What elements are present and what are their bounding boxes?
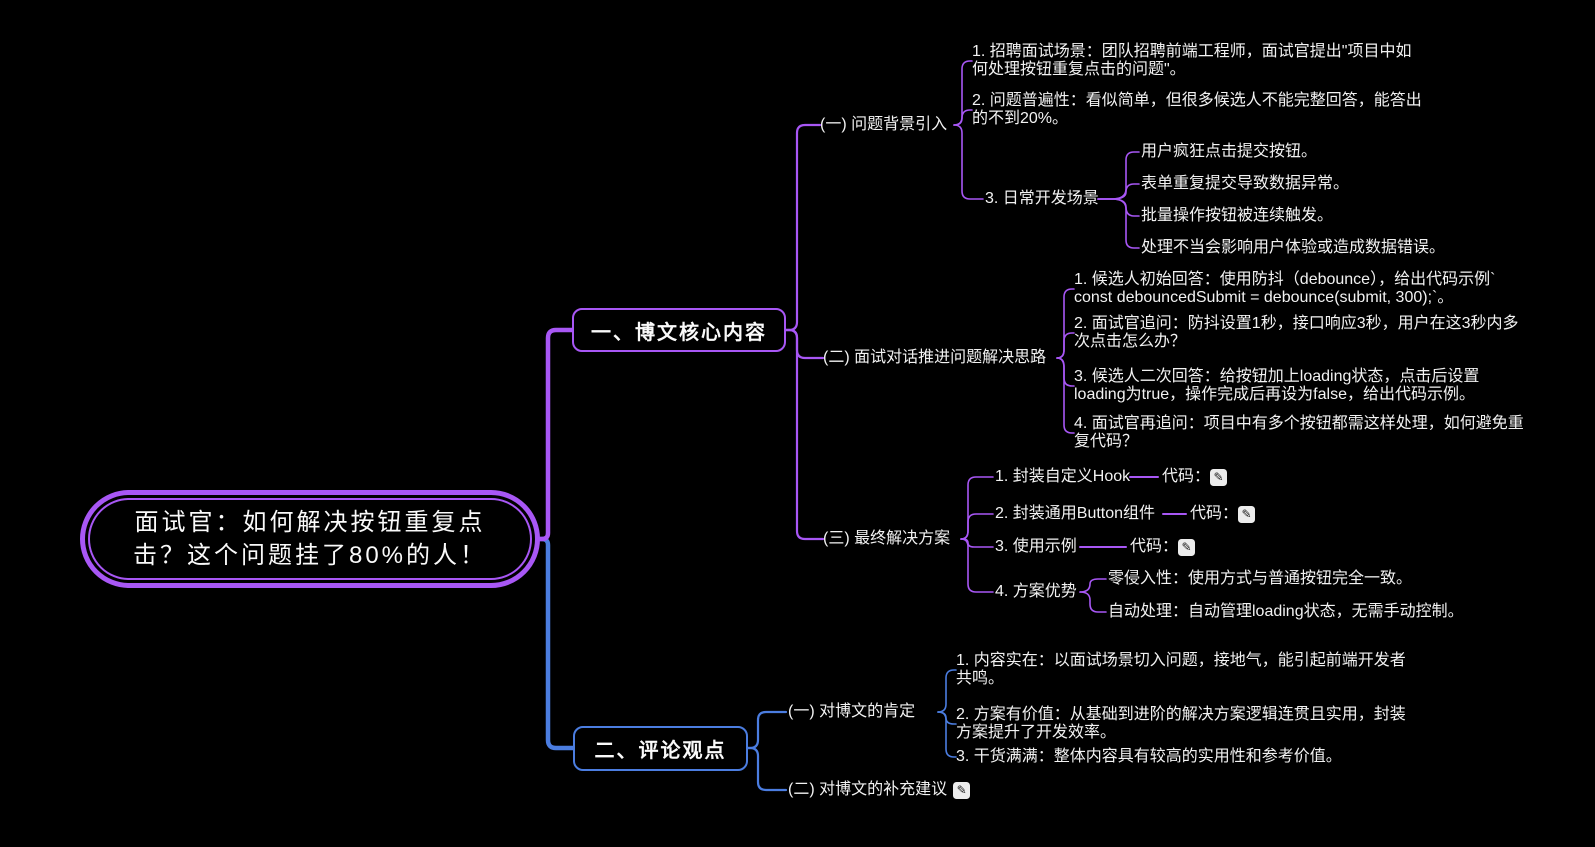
connector bbox=[1056, 357, 1075, 434]
connector bbox=[784, 328, 825, 541]
edit-icon[interactable]: ✎ bbox=[1178, 539, 1195, 556]
edit-icon[interactable]: ✎ bbox=[953, 781, 971, 799]
connector bbox=[1097, 198, 1140, 217]
connector bbox=[1079, 578, 1107, 593]
connector bbox=[746, 710, 788, 750]
node-code-hook-label[interactable]: 代码： bbox=[1162, 468, 1211, 485]
connector bbox=[1097, 183, 1140, 200]
node-scene-crazy-click[interactable]: 用户疯狂点击提交按钮。 bbox=[1141, 143, 1318, 160]
edit-icon-glyph: ✎ bbox=[1213, 470, 1224, 484]
node-solution-advantages[interactable]: 4. 方案优势 bbox=[995, 583, 1077, 600]
connector bbox=[1097, 198, 1140, 249]
connector bbox=[534, 536, 578, 751]
node-answer-debounce[interactable]: 1. 候选人初始回答：使用防抖（debounce），给出代码示例` const … bbox=[1074, 271, 1496, 306]
node-blog-suggestions[interactable]: (二) 对博文的补充建议 ✎ bbox=[788, 781, 971, 799]
node-adv-auto-handling[interactable]: 自动处理：自动管理loading状态，无需手动控制。 bbox=[1108, 603, 1464, 620]
connector bbox=[953, 109, 973, 126]
connector bbox=[960, 476, 994, 540]
connector bbox=[953, 124, 984, 200]
node-interview-dialogue[interactable]: (二) 面试对话推进问题解决思路 bbox=[823, 349, 1047, 366]
node-praise-valuable[interactable]: 2. 方案有价值：从基础到进阶的解决方案逻辑连贯且实用，封装 方案提升了开发效率… bbox=[956, 706, 1406, 741]
connector bbox=[746, 746, 788, 792]
node-blog-suggestions-label: (二) 对博文的补充建议 bbox=[788, 781, 948, 798]
edit-icon-glyph: ✎ bbox=[956, 782, 967, 797]
node-blog-core[interactable]: 一、博文核心内容 bbox=[572, 308, 786, 352]
node-praise-practical[interactable]: 3. 干货满满：整体内容具有较高的实用性和参考价值。 bbox=[956, 748, 1342, 765]
node-blog-praise[interactable]: (一) 对博文的肯定 bbox=[788, 703, 916, 720]
node-followup-reuse[interactable]: 4. 面试官再追问：项目中有多个按钮都需这样处理，如何避免重 复代码？ bbox=[1074, 415, 1524, 450]
connector bbox=[960, 513, 994, 540]
node-custom-hook[interactable]: 1. 封装自定义Hook bbox=[995, 468, 1131, 485]
node-recruit-scene[interactable]: 1. 招聘面试场景：团队招聘前端工程师，面试官提出"项目中如 何处理按钮重复点击… bbox=[972, 43, 1412, 78]
node-question-commonality[interactable]: 2. 问题普遍性：看似简单，但很多候选人不能完整回答，能答出 的不到20%。 bbox=[972, 92, 1422, 127]
edit-icon-glyph: ✎ bbox=[1241, 507, 1252, 521]
connector bbox=[1079, 591, 1107, 613]
connector bbox=[784, 123, 822, 332]
connector bbox=[1097, 151, 1140, 200]
root-node-inner-ring: 面试官：如何解决按钮重复点 击？这个问题挂了80%的人！ bbox=[88, 498, 532, 580]
connector bbox=[937, 669, 957, 713]
node-blog-core-label: 一、博文核心内容 bbox=[591, 321, 767, 344]
node-scene-bad-handling[interactable]: 处理不当会影响用户体验或造成数据错误。 bbox=[1141, 239, 1446, 256]
node-comments[interactable]: 二、评论观点 bbox=[573, 726, 748, 771]
connector bbox=[1056, 357, 1075, 387]
connector bbox=[534, 327, 577, 542]
connector bbox=[937, 711, 957, 758]
node-daily-dev-scene[interactable]: 3. 日常开发场景 bbox=[985, 190, 1099, 207]
edit-icon-glyph: ✎ bbox=[1181, 540, 1192, 554]
node-comments-label: 二、评论观点 bbox=[594, 740, 727, 762]
connector bbox=[1056, 332, 1075, 359]
node-answer-loading[interactable]: 3. 候选人二次回答：给按钮加上loading状态，点击后设置 loading为… bbox=[1074, 368, 1480, 403]
node-scene-form-resubmit[interactable]: 表单重复提交导致数据异常。 bbox=[1141, 175, 1350, 192]
node-button-component[interactable]: 2. 封装通用Button组件 bbox=[995, 505, 1156, 522]
node-final-solution[interactable]: (三) 最终解决方案 bbox=[823, 530, 951, 547]
edit-icon[interactable]: ✎ bbox=[1210, 469, 1227, 486]
node-praise-realistic[interactable]: 1. 内容实在：以面试场景切入问题，接地气，能引起前端开发者 共鸣。 bbox=[956, 652, 1406, 687]
node-question-background[interactable]: (一) 问题背景引入 bbox=[820, 116, 948, 133]
node-scene-batch-trigger[interactable]: 批量操作按钮被连续触发。 bbox=[1141, 207, 1334, 224]
connector bbox=[784, 328, 825, 360]
node-code-example-label[interactable]: 代码： bbox=[1130, 538, 1179, 555]
connector bbox=[960, 538, 994, 593]
root-node-label: 面试官：如何解决按钮重复点 击？这个问题挂了80%的人！ bbox=[132, 509, 488, 569]
connector bbox=[1056, 288, 1075, 359]
node-adv-zero-intrusion[interactable]: 零侵入性：使用方式与普通按钮完全一致。 bbox=[1108, 570, 1413, 587]
node-usage-example[interactable]: 3. 使用示例 bbox=[995, 538, 1077, 555]
edit-icon[interactable]: ✎ bbox=[1238, 506, 1255, 523]
node-code-component-label[interactable]: 代码： bbox=[1190, 505, 1239, 522]
root-node[interactable]: 面试官：如何解决按钮重复点 击？这个问题挂了80%的人！ bbox=[80, 490, 540, 588]
connector bbox=[937, 711, 957, 725]
node-followup-question[interactable]: 2. 面试官追问：防抖设置1秒，接口响应3秒，用户在这3秒内多 次点击怎么办？ bbox=[1074, 315, 1519, 350]
